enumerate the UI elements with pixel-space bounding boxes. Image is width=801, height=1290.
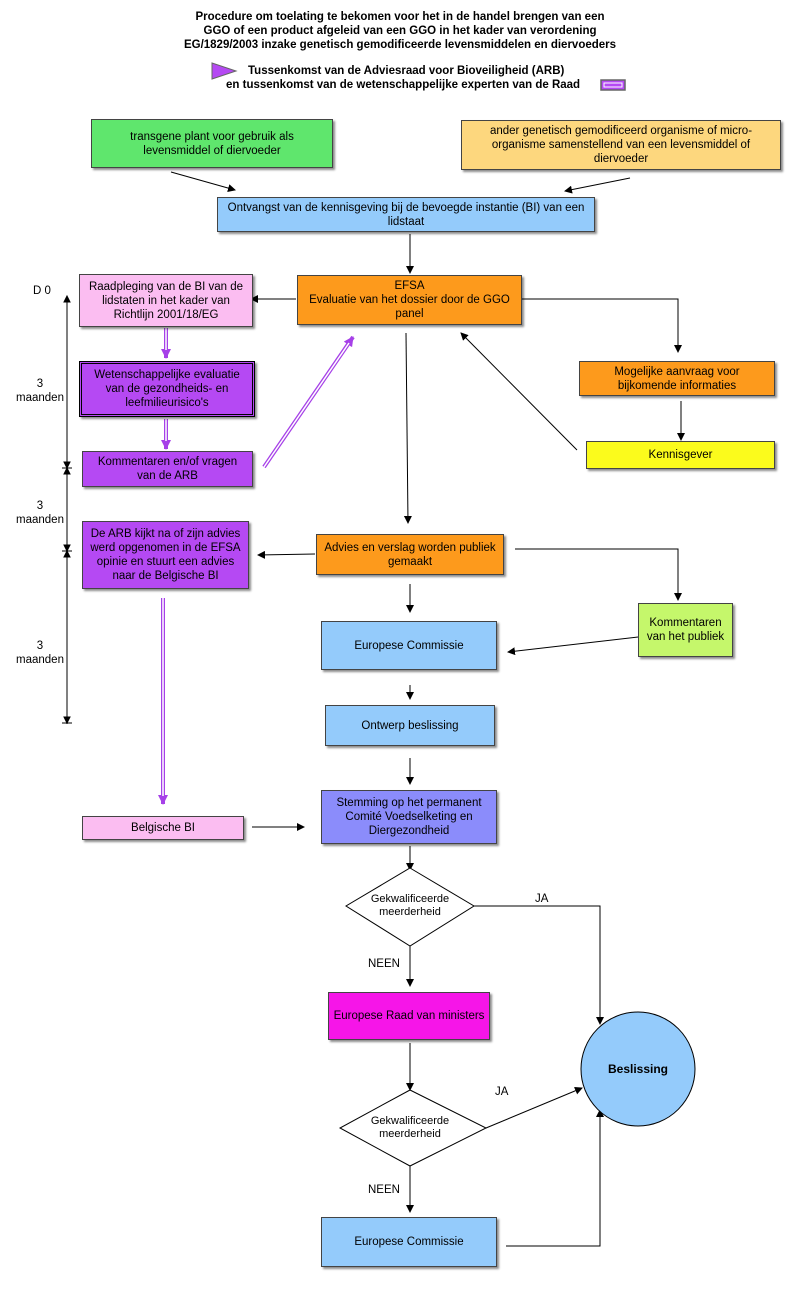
edge-efsa-to-mogelijke [522, 298, 682, 353]
edge-gekwalificeerde-1-to-beslissing [474, 905, 604, 1025]
edge-efsa-to-advies [403, 332, 412, 524]
edge-kennisgever-to-efsa [460, 332, 578, 451]
node-kennisgever: Kennisgever [586, 441, 775, 469]
edge-advies-to-kommentaren-publiek [515, 548, 682, 601]
node-europese-commissie-2: Europese Commissie [321, 1217, 497, 1267]
node-ontwerp: Ontwerp beslissing [325, 705, 495, 746]
node-kommentaren-publiek: Kommentaren van het publiek [638, 603, 733, 657]
node-wetenschappelijke: Wetenschappelijke evaluatie van de gezon… [79, 361, 255, 417]
edge-ander-to-ontvangst [564, 177, 631, 194]
node-europese-raad: Europese Raad van ministers [328, 992, 490, 1040]
node-kommentaren-arb: Kommentaren en/of vragen van de ARB [82, 451, 253, 487]
legend-arb: Tussenkomst van de Adviesraad voor Biove… [248, 65, 565, 77]
beslissing-circle [580, 1011, 696, 1127]
node-stemming: Stemming op het permanent Comité Voedsel… [321, 790, 497, 844]
timeline-period-3: 3 maanden [16, 640, 64, 666]
label-neen-2: NEEN [368, 1184, 400, 1196]
timeline-d0: D 0 [33, 285, 51, 297]
node-efsa: EFSA Evaluatie van het dossier door de G… [297, 275, 522, 325]
decision-text-1: Gekwalificeerde meerderheid [370, 893, 450, 918]
node-belgische-bi: Belgische BI [82, 816, 244, 840]
timeline [62, 294, 72, 725]
node-advies: Advies en verslag worden publiek gemaakt [316, 534, 504, 575]
edge-gekwalificeerde-2-to-beslissing [485, 1087, 583, 1129]
node-beslissing: Beslissing [607, 1062, 669, 1076]
edge-kommentaren-publiek-to-commissie [507, 636, 639, 656]
node-raadpleging: Raadpleging van de BI van de lidstaten i… [79, 274, 253, 327]
label-ja-1: JA [535, 893, 549, 905]
node-ander-ggo: ander genetisch gemodificeerd organisme … [461, 120, 781, 170]
legend-rect-icon [600, 79, 626, 91]
efsa-title: EFSA [394, 280, 425, 292]
legend-experten: en tussenkomst van de wetenschappelijke … [226, 79, 581, 91]
node-mogelijke: Mogelijke aanvraag voor bijkomende infor… [579, 361, 775, 396]
label-ja-2: JA [495, 1086, 509, 1098]
timeline-period-2: 3 maanden [16, 500, 64, 526]
node-arb-kijkt: De ARB kijkt na of zijn advies werd opge… [82, 521, 249, 589]
node-europese-commissie-1: Europese Commissie [321, 621, 497, 670]
legend-triangle-icon [211, 62, 238, 80]
decision-diamond-1 [345, 867, 475, 947]
decision-diamond-2 [338, 1089, 488, 1167]
efsa-body: Evaluatie van het dossier door de GGO pa… [309, 294, 510, 320]
decision-text-2: Gekwalificeerde meerderheid [370, 1115, 450, 1140]
edge-advies-to-arb-kijkt [257, 550, 316, 559]
node-transgene-plant: transgene plant voor gebruik als levensm… [91, 119, 333, 168]
edge-commissie-2-to-beslissing [506, 1109, 604, 1247]
timeline-period-1: 3 maanden [16, 378, 64, 404]
node-ontvangst: Ontvangst van de kennisgeving bij de bev… [217, 197, 595, 232]
edge-transgene-to-ontvangst [170, 171, 236, 192]
page-title: Procedure om toelating te bekomen voor h… [183, 11, 617, 51]
label-neen-1: NEEN [368, 958, 400, 970]
